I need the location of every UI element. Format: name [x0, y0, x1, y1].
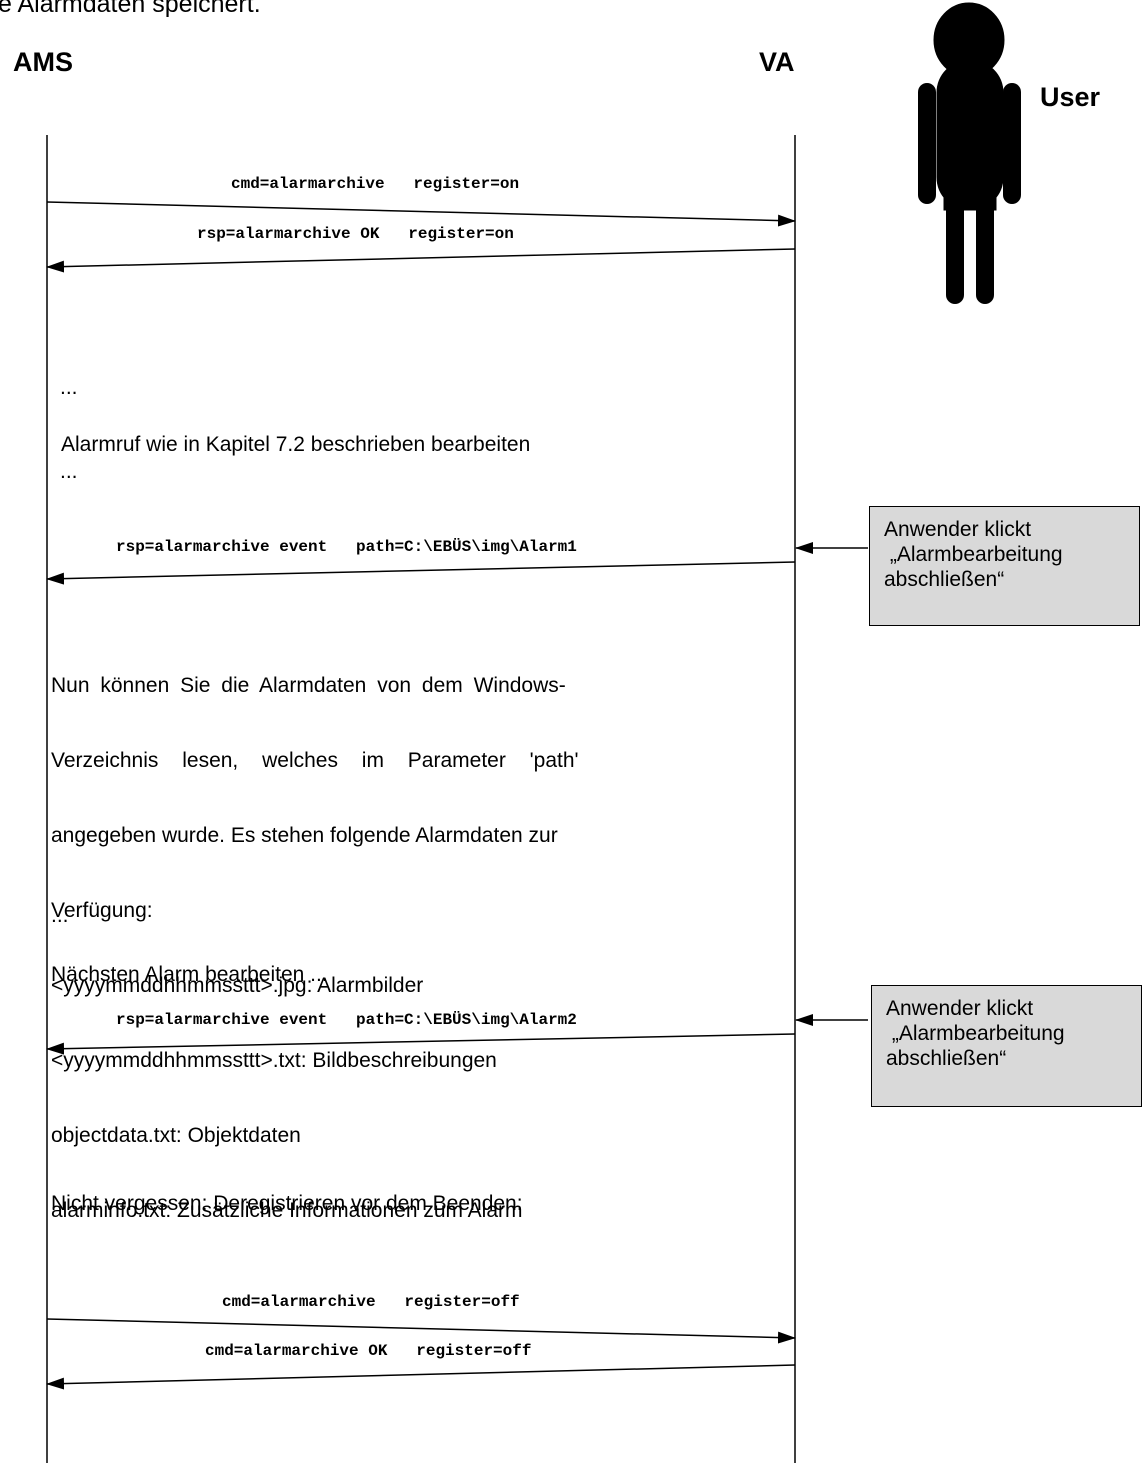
- callout-line: „Alarmbearbeitung: [884, 543, 1063, 566]
- callout-line: Anwender klickt: [886, 997, 1034, 1020]
- paragraph-line: Verfügung:: [51, 899, 153, 922]
- deregister-note: Nicht vergessen: Deregistrieren vor dem …: [51, 1192, 523, 1215]
- message-label: rsp=alarmarchive OK register=on: [197, 225, 514, 243]
- arrow-register-on: [46, 201, 796, 227]
- read-alarm-data-paragraph: Nun können Sie die Alarmdaten von dem Wi…: [51, 623, 731, 1248]
- user-action-callout: Anwender klickt „Alarmbearbeitung abschl…: [869, 506, 1140, 626]
- paragraph-line: Verzeichnis lesen, welches im Parameter …: [51, 749, 579, 772]
- intro-text: e Alarmdaten speichert.: [0, 0, 261, 18]
- process-alarm-note: Alarmruf wie in Kapitel 7.2 beschrieben …: [61, 433, 531, 456]
- next-alarm-note: Nächsten Alarm bearbeiten ...: [51, 963, 328, 986]
- message-label: cmd=alarmarchive register=off: [222, 1293, 520, 1311]
- user-action-callout: Anwender klickt „Alarmbearbeitung abschl…: [871, 985, 1142, 1107]
- message-label: cmd=alarmarchive OK register=off: [205, 1342, 532, 1360]
- lane-label-va: VA: [759, 47, 795, 77]
- paragraph-line: <yyyymmddhhmmssttt>.jpg: Alarmbilder: [51, 974, 424, 997]
- ellipsis-note: ...: [60, 460, 78, 483]
- paragraph-line: alarminfo.txt: Zusätzliche Informationen…: [51, 1199, 523, 1222]
- callout-line: „Alarmbearbeitung: [886, 1022, 1065, 1045]
- paragraph-line: objectdata.txt: Objektdaten: [51, 1124, 301, 1147]
- arrow-register-off: [46, 1318, 796, 1344]
- ellipsis-note: ...: [51, 904, 69, 927]
- paragraph-line: <yyyymmddhhmmssttt>.txt: Bildbeschreibun…: [51, 1049, 497, 1072]
- arrow-alarm1-event: [46, 561, 796, 585]
- user-figure-icon: [918, 2, 1021, 304]
- paragraph-line: angegeben wurde. Es stehen folgende Alar…: [51, 824, 558, 847]
- lane-label-user: User: [1040, 82, 1101, 112]
- paragraph-line: Nun können Sie die Alarmdaten von dem Wi…: [51, 674, 566, 697]
- lane-label-ams: AMS: [13, 47, 73, 77]
- arrow-register-off-ok: [46, 1364, 796, 1390]
- callout-line: Anwender klickt: [884, 518, 1032, 541]
- arrow-alarm2-event: [46, 1033, 796, 1055]
- arrow-register-on-ok: [46, 248, 796, 273]
- callout-line: abschließen“: [886, 1047, 1007, 1070]
- callout-line: abschließen“: [884, 568, 1005, 591]
- ellipsis-note: ...: [60, 376, 78, 399]
- message-label: rsp=alarmarchive event path=C:\EBÜS\img\…: [116, 1011, 577, 1029]
- message-label: rsp=alarmarchive event path=C:\EBÜS\img\…: [116, 538, 577, 556]
- message-label: cmd=alarmarchive register=on: [231, 175, 520, 193]
